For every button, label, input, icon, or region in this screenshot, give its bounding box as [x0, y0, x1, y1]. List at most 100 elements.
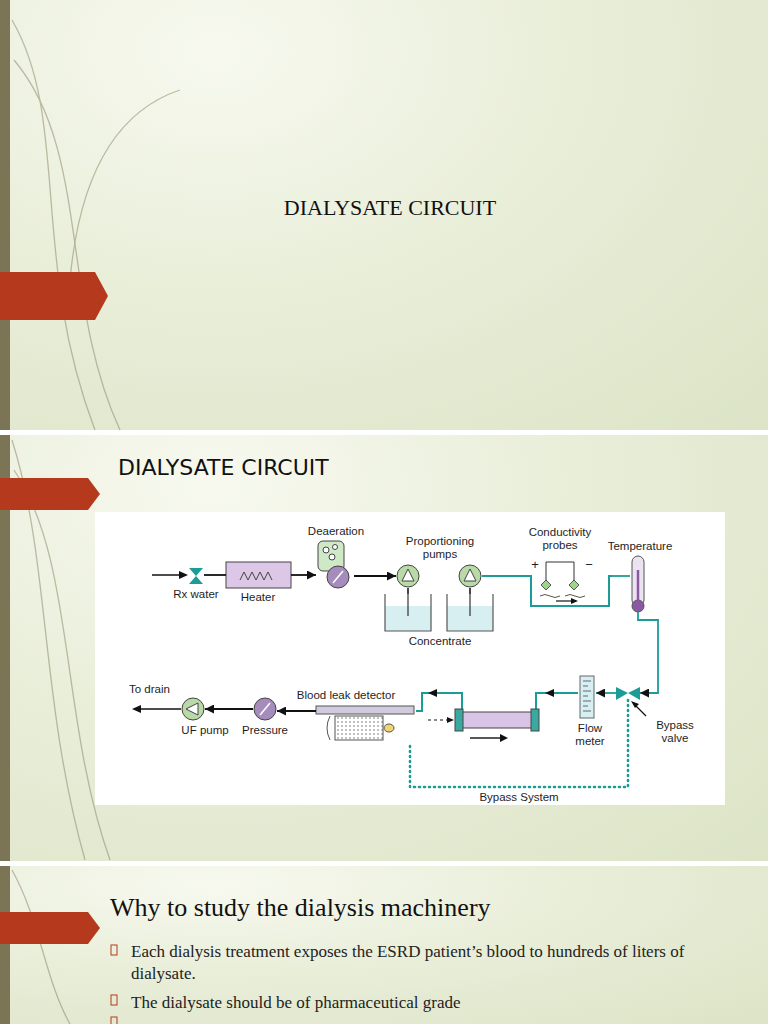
bypass-valve: [616, 687, 628, 700]
heater: [226, 562, 291, 588]
decor-curves: [12, 870, 70, 1024]
arrowhead: [428, 689, 437, 697]
blood-leak-detector: [384, 724, 394, 732]
component-label: UF pump: [181, 724, 228, 737]
bullet-marker: [111, 1017, 117, 1024]
conductivity-cell: [528, 576, 612, 606]
component-label: Proportioning pumps: [392, 535, 488, 561]
component-label: Concentrate: [409, 635, 472, 648]
rx-valve: [189, 576, 203, 584]
concentrate-container: [408, 594, 470, 616]
bullet-text: The dialysate should be of pharmaceutica…: [131, 992, 731, 1014]
dialysate-line: [416, 693, 462, 711]
slide-heading: Why to study the dialysis machinery: [110, 893, 491, 923]
conductivity-cell: [546, 562, 574, 584]
dialyzer: [500, 734, 508, 742]
component-node: UF pump: [181, 697, 205, 721]
uf-pump: [182, 698, 204, 720]
diagram-panel: [95, 512, 725, 805]
bypass-valve: [616, 687, 640, 700]
dialyzer: [428, 709, 539, 742]
proportioning-pump: [459, 565, 481, 587]
dialyzer: [470, 737, 502, 738]
deaeration-chamber: [327, 566, 349, 588]
conductivity-cell: [571, 598, 578, 604]
concentrate-container: [385, 594, 493, 631]
rx-valve: [189, 568, 203, 584]
component-label: Deaeration: [308, 525, 364, 538]
flow-meter: [583, 696, 588, 697]
red-tab: [0, 272, 108, 320]
polarity-sign: +: [531, 558, 539, 571]
flow-meter: [580, 676, 594, 718]
component-node: Heater: [226, 562, 291, 588]
deaeration-chamber: [333, 545, 338, 550]
proportioning-pump: [464, 569, 476, 581]
dialyzer: [455, 709, 463, 731]
edge-label: Bypass System: [477, 791, 560, 804]
component-label: Conductivity probes: [518, 526, 602, 552]
flow-meter: [583, 681, 591, 682]
thermometer: [637, 570, 640, 602]
blood-leak-detector: [316, 706, 414, 714]
flow-meter: [583, 686, 588, 687]
blood-leak-detector: [316, 706, 414, 740]
red-tab: [0, 912, 100, 944]
thermometer: [632, 556, 644, 606]
component-label: Heater: [241, 591, 276, 604]
component-label: Rx water: [173, 588, 218, 601]
bullet-marker: [111, 945, 117, 955]
flow-connector: [596, 692, 616, 694]
rx-valve: [189, 568, 203, 576]
component-label: Blood leak detector: [297, 689, 395, 702]
conductivity-cell: [541, 580, 551, 590]
pressure-gauge: [254, 698, 276, 720]
arrowhead: [545, 689, 554, 697]
component-node: Blood leak detector: [316, 705, 414, 743]
flow-line: [136, 708, 181, 710]
uf-pump: [186, 703, 198, 715]
conductivity-cell: [528, 562, 612, 606]
component-label: Temperature: [608, 540, 673, 553]
deaeration-chamber: [333, 571, 343, 583]
slide-strip: [0, 0, 10, 430]
component-node: Proportioning pumps: [396, 564, 482, 588]
flow-meter: [583, 706, 588, 707]
heater: [240, 572, 272, 580]
proportioning-pump: [397, 565, 419, 587]
heater: [226, 562, 291, 588]
bypass-line: [410, 700, 628, 787]
flow-connector: [638, 612, 658, 693]
component-node: Concentrate: [383, 594, 495, 632]
flow-meter: [583, 681, 591, 711]
component-node: Rx water: [188, 567, 204, 584]
flow-meter: [583, 711, 591, 712]
deaeration-chamber: [323, 547, 329, 553]
flow-connector: [291, 574, 316, 576]
slide-title: DIALYSATE CIRCUIT: [190, 195, 590, 221]
bullet-marker: [111, 945, 117, 1024]
component-node: Deaeration: [316, 540, 354, 589]
flow-meter: [580, 676, 594, 718]
uf-pump: [182, 698, 204, 720]
outlet-label: To drain: [129, 683, 170, 696]
flow-connector: [482, 575, 528, 577]
deaeration-chamber: [329, 554, 335, 560]
dialysate-line: [536, 693, 578, 709]
dialyzer: [531, 709, 539, 731]
flow-connector: [204, 574, 226, 576]
thermometer: [632, 556, 644, 612]
arrowhead: [179, 571, 188, 579]
proportioning-pump: [397, 565, 481, 587]
flow-connector: [205, 708, 253, 710]
bullet-marker: [111, 995, 117, 1005]
slide-heading: DIALYSATE CIRCUIT: [118, 454, 329, 482]
decor-curves: [12, 20, 95, 430]
arrowhead: [132, 705, 141, 713]
component-label: Flow meter: [566, 722, 614, 748]
component-node: Flow meter: [578, 674, 596, 718]
bypass-valve: [628, 687, 640, 700]
deaeration-chamber: [318, 541, 349, 588]
blood-leak-detector: [327, 716, 330, 740]
